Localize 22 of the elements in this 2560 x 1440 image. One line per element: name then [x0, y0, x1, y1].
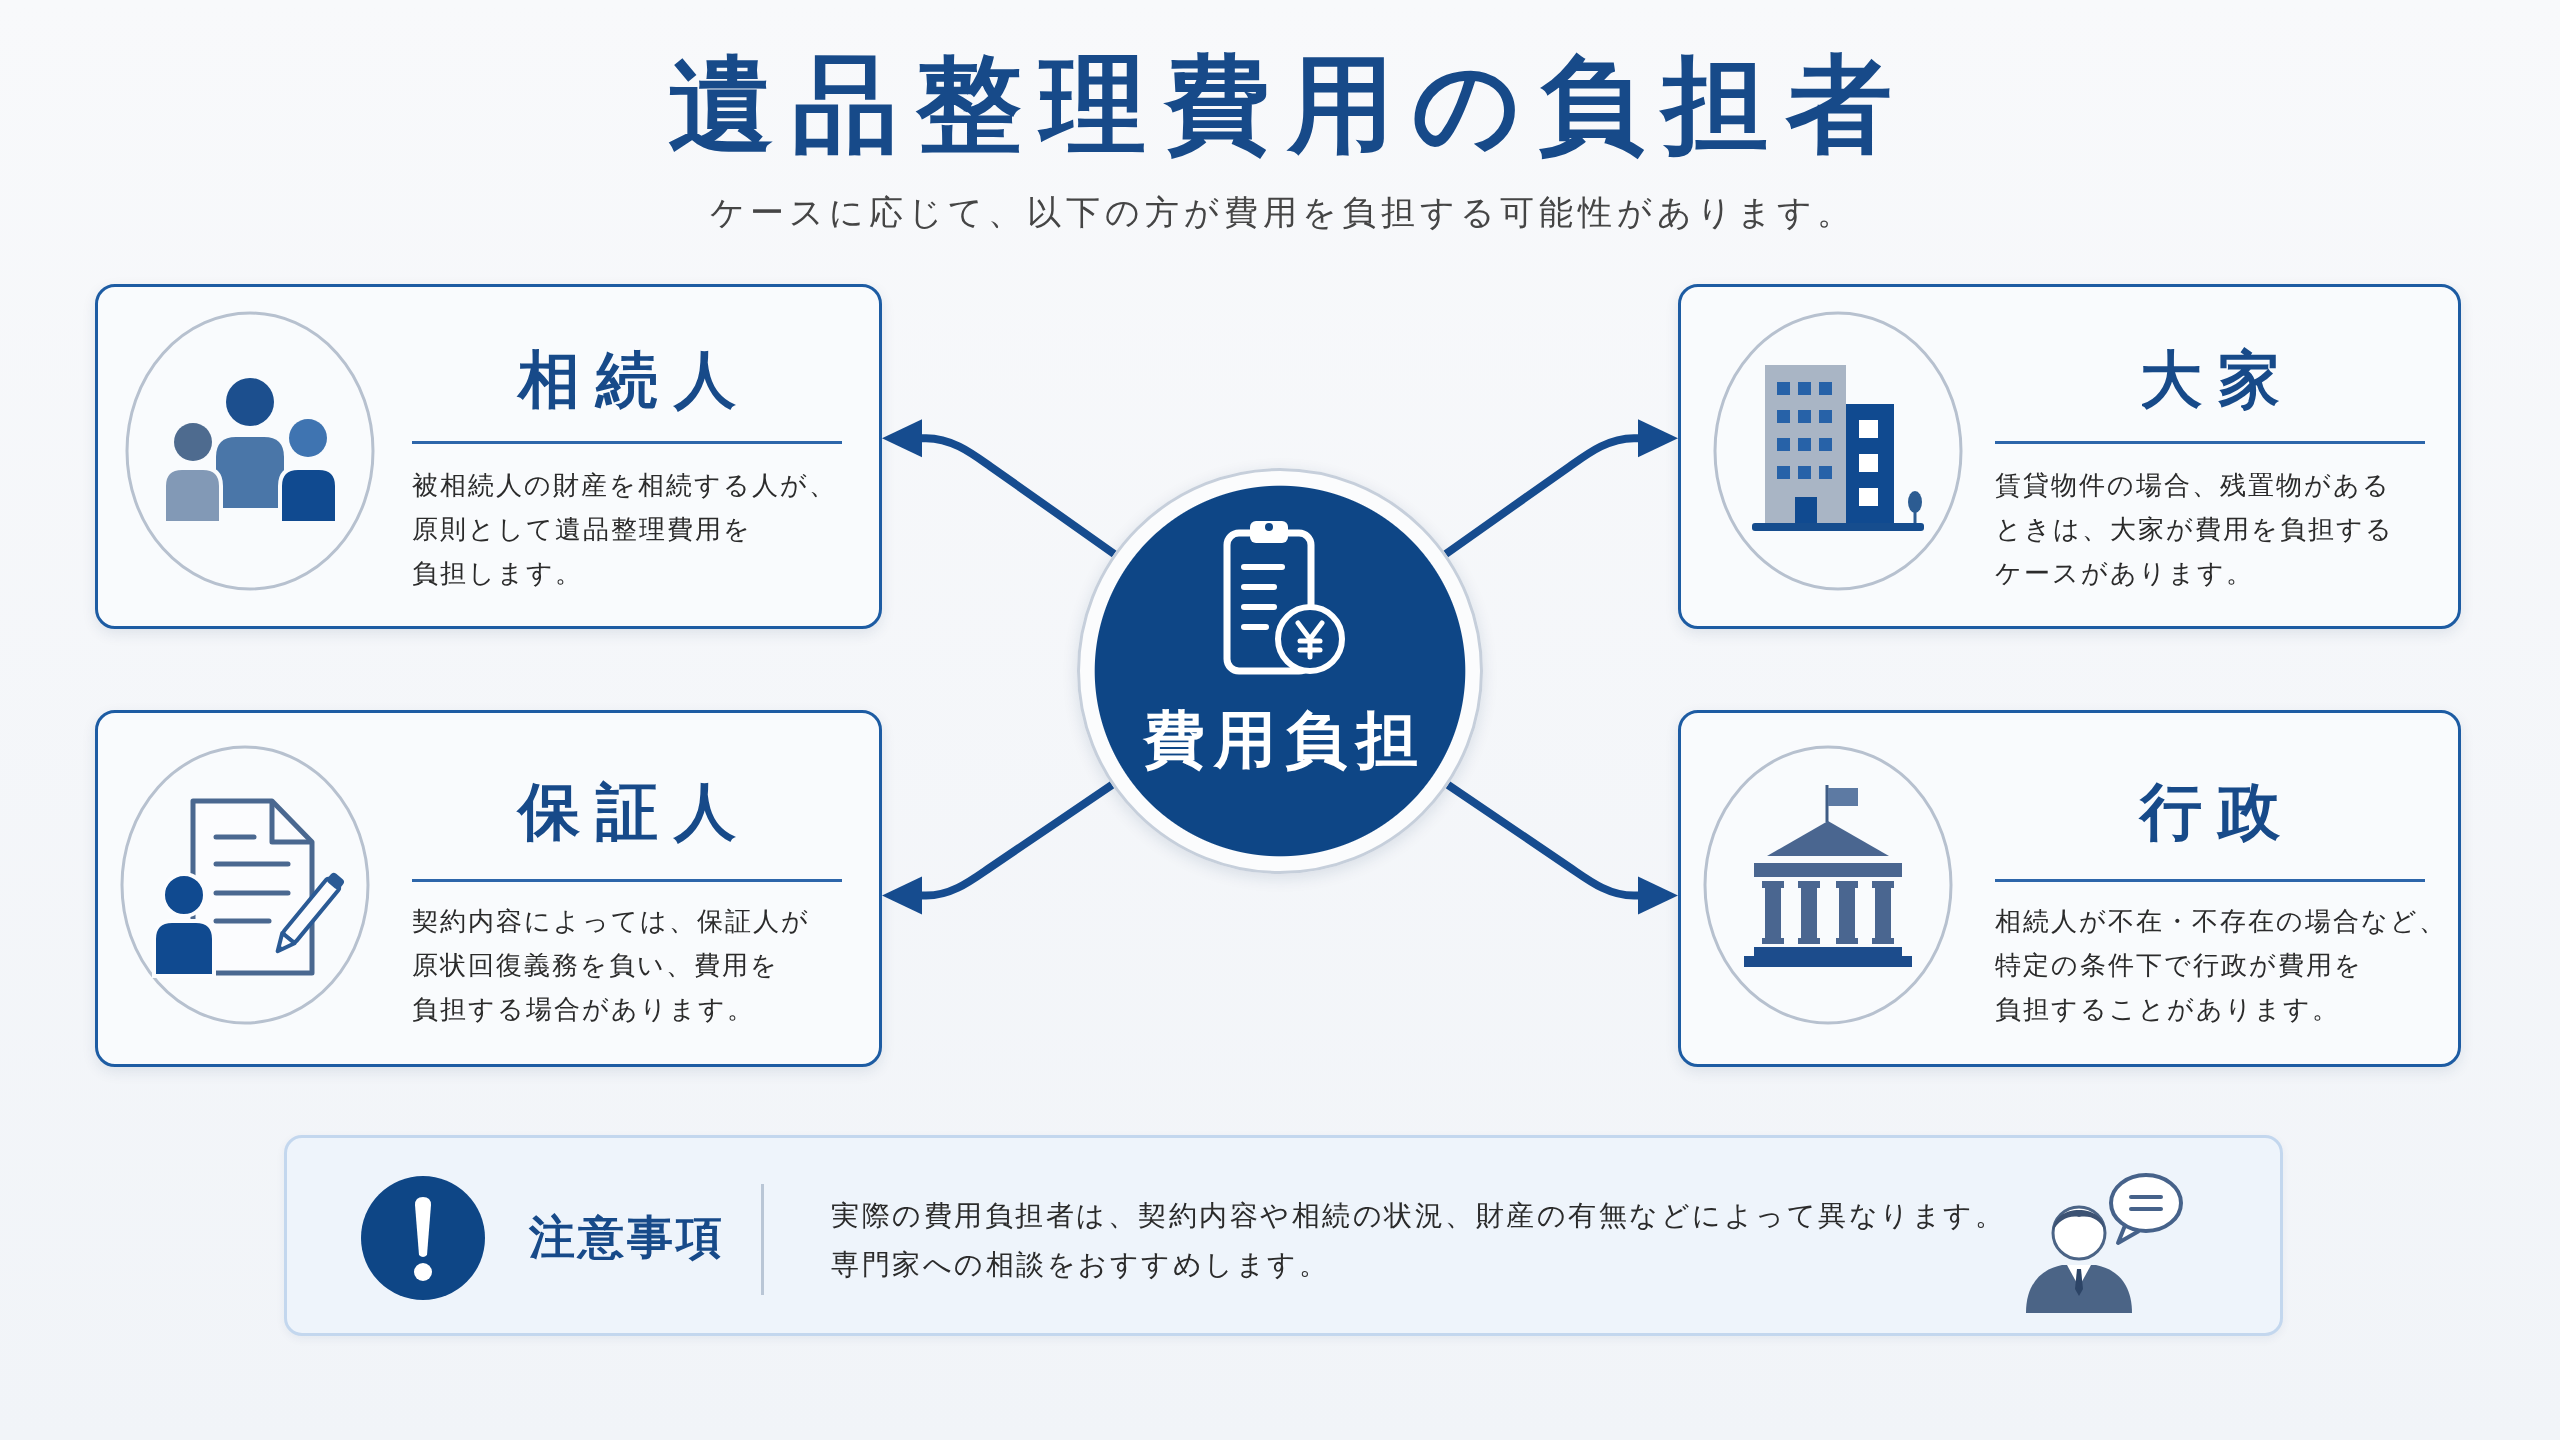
info-card — [95, 710, 882, 1067]
note-text: 実際の費用負担者は、契約内容や相続の状況、財産の有無などによって異なります。専門家への相談をおすすめします。 — [831, 1198, 2006, 1283]
heading-text: 大家 — [2139, 342, 2296, 418]
note-panel — [284, 1135, 2283, 1336]
heading-text: 相続人 — [516, 342, 752, 418]
heading-text: 注意事項 — [527, 1210, 725, 1266]
body-text: 賃貸物件の場合、残置物があるときは、大家が費用を負担するケースがあります。 — [1995, 469, 2395, 590]
arrow — [882, 419, 1117, 558]
hub-label: 費用負担 — [1141, 702, 1427, 778]
body-text: 被相続人の財産を相続する人が、原則として遺品整理費用を負担します。 — [412, 469, 838, 590]
info-card — [1678, 284, 2461, 629]
arrow — [1445, 781, 1678, 915]
body-text: 契約内容によっては、保証人が原状回復義務を負い、費用を負担する場合があります。 — [412, 905, 811, 1026]
heading-text: 行政 — [2137, 774, 2296, 850]
page-title: 遺品整理費用の負担者 — [667, 42, 1910, 169]
subtitle: ケースに応じて、以下の方が費用を負担する可能性があります。 — [708, 190, 1856, 234]
info-card — [95, 284, 882, 629]
info-card — [1678, 710, 2461, 1067]
body-text: 相続人が不在・不存在の場合など、特定の条件下で行政が費用を負担することがあります。 — [1995, 905, 2448, 1026]
heading-text: 保証人 — [515, 774, 752, 850]
arrow — [1443, 419, 1678, 558]
arrow — [882, 781, 1115, 915]
